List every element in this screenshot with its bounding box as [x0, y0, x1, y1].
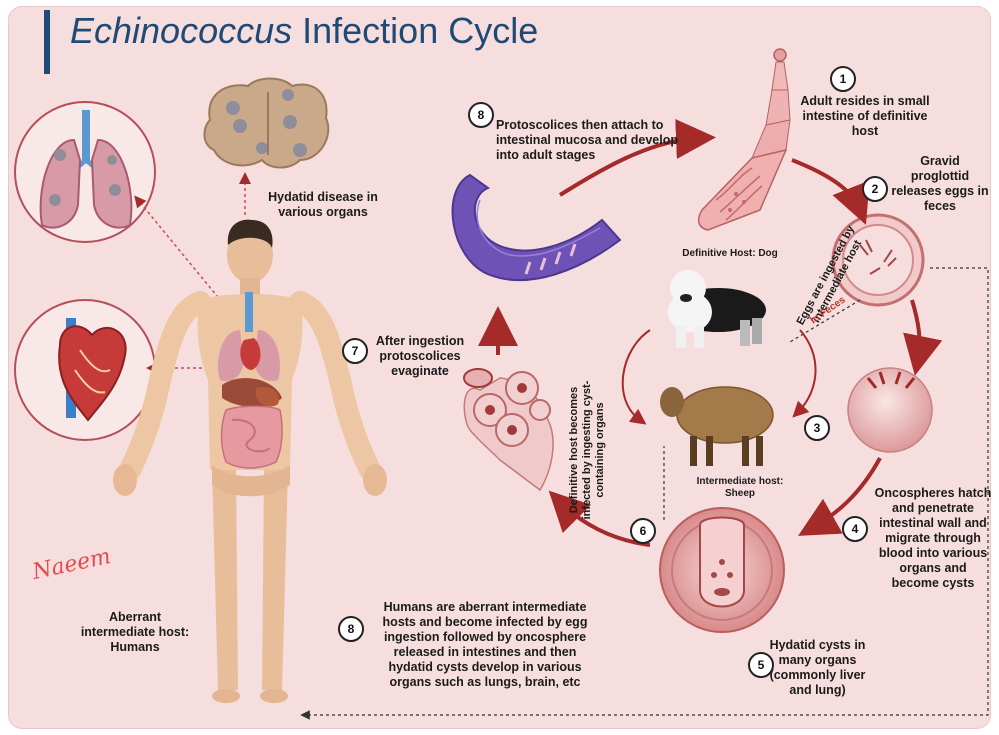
- step-6-text: Definitive host becomes infected by inge…: [568, 380, 607, 520]
- step-8-text: Protoscolices then attach to intestinal …: [496, 118, 696, 163]
- lungs-icon: [15, 102, 155, 242]
- step-5-text: Hydatid cysts in many organs (commonly l…: [760, 638, 875, 698]
- step-2-text: Gravid proglottid releases eggs in feces: [890, 154, 990, 214]
- step-2-badge: 2: [862, 176, 888, 202]
- heart-icon: [15, 300, 155, 440]
- step-1-text: Adult resides in small intestine of defi…: [790, 94, 940, 139]
- step-9-text: Humans are aberrant intermediate hosts a…: [370, 600, 600, 690]
- sheep-icon: [660, 387, 773, 466]
- step-7-text: After ingestion protoscolices evaginate: [370, 334, 470, 379]
- step-9-badge: 8: [338, 616, 364, 642]
- tapeworm-icon: [699, 49, 790, 230]
- aberrant-host-label: Aberrant intermediate host: Humans: [80, 610, 190, 655]
- step-8-badge: 8: [468, 102, 494, 128]
- step-3-badge: 3: [804, 415, 830, 441]
- protoscolex-cluster-icon: [464, 369, 553, 490]
- cyst-icon: [660, 508, 784, 632]
- step-4-badge: 4: [842, 516, 868, 542]
- step-1-badge: 1: [830, 66, 856, 92]
- definitive-host-label: Definitive Host: Dog: [670, 248, 790, 260]
- intestine-icon: [453, 175, 620, 280]
- brain-icon: [204, 79, 328, 168]
- intermediate-host-label: Intermediate host: Sheep: [690, 476, 790, 500]
- step-7-badge: 7: [342, 338, 368, 364]
- step-6-badge: 6: [630, 518, 656, 544]
- dog-icon: [668, 270, 766, 348]
- oncosphere-icon: [848, 368, 932, 452]
- step-4-text: Oncospheres hatch and penetrate intestin…: [874, 486, 992, 591]
- hydatid-disease-label: Hydatid disease in various organs: [258, 190, 388, 220]
